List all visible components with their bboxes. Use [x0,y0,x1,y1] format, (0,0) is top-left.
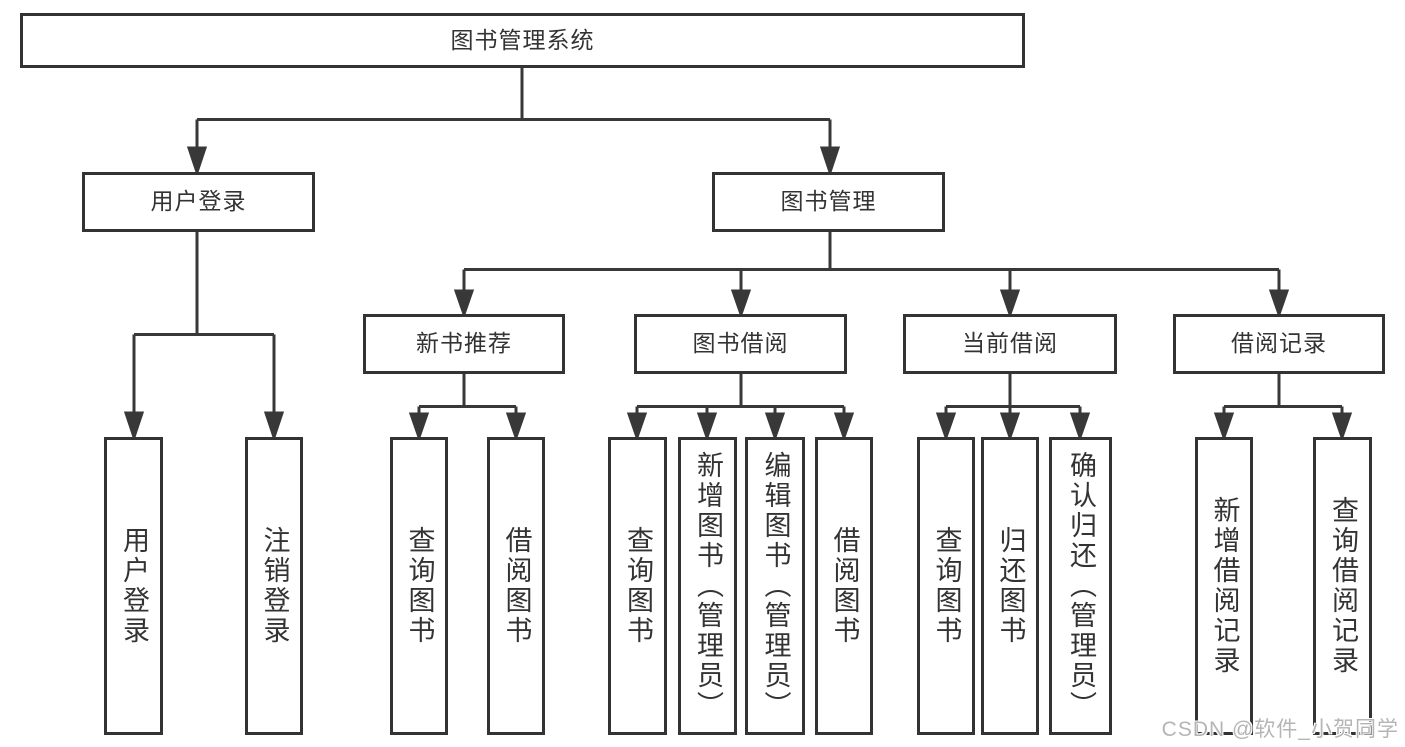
node-borrow-records: 借阅记录 [1173,314,1385,374]
node-leaf-br-add-record: 新增借阅记录 [1195,437,1253,735]
node-leaf-cb-confirm-return: 确认归还（管理员） [1049,437,1112,735]
connector-book-mgmt-children [453,232,1290,319]
node-current-borrow: 当前借阅 [903,314,1117,374]
connector-root-to-level2 [186,66,841,177]
connector-borrow-records-children [1213,374,1353,442]
connector-user-login-children [123,232,285,442]
node-leaf-cb-return-book: 归还图书 [981,437,1039,735]
node-book-mgmt: 图书管理 [712,172,945,232]
node-root-system: 图书管理系统 [20,13,1025,68]
connector-current-borrow-children [935,374,1091,442]
connector-new-book-rec-children [408,374,527,442]
node-user-login: 用户登录 [82,172,315,232]
node-leaf-cb-query-book: 查询图书 [917,437,975,735]
csdn-watermark: CSDN @软件_小贺同学 [1161,718,1399,741]
node-new-book-rec: 新书推荐 [363,314,565,374]
node-leaf-nb-query-book: 查询图书 [390,437,448,735]
node-leaf-logout: 注销登录 [245,437,303,735]
node-leaf-bb-add-book: 新增图书（管理员） [678,437,737,735]
node-leaf-bb-borrow-book: 借阅图书 [815,437,873,735]
node-leaf-br-query-record: 查询借阅记录 [1313,437,1372,735]
node-leaf-bb-edit-book: 编辑图书（管理员） [745,437,805,735]
node-leaf-user-login: 用户登录 [104,437,163,735]
node-leaf-nb-borrow-book: 借阅图书 [487,437,545,735]
node-book-borrow: 图书借阅 [634,314,847,374]
connector-book-borrow-children [626,374,855,442]
node-leaf-bb-query-book: 查询图书 [608,437,667,735]
